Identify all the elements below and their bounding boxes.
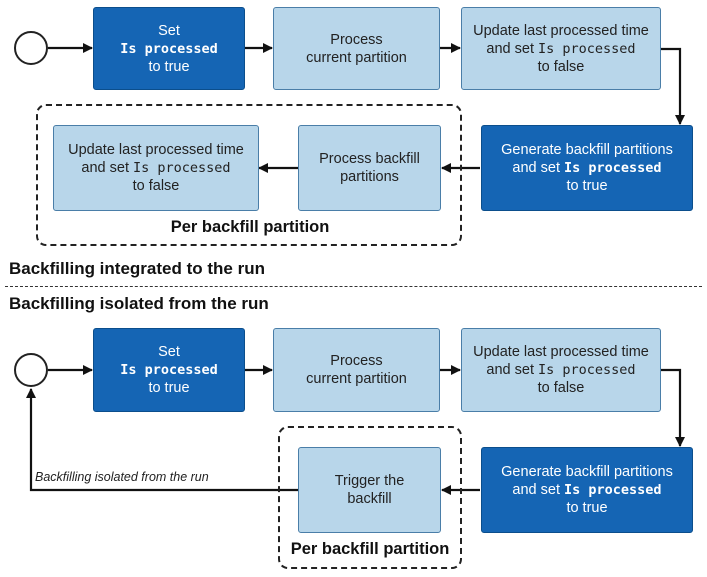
box-line: and set Is processed: [512, 159, 661, 177]
set-processed-true-box-top: Set Is processed to true: [93, 7, 245, 90]
process-current-partition-box-top: Process current partition: [273, 7, 440, 90]
backfill-update-box-top: Update last processed time and set Is pr…: [53, 125, 259, 211]
update-last-processed-box-bottom: Update last processed time and set Is pr…: [461, 328, 661, 412]
start-node-bottom: [14, 353, 48, 387]
box-line: to true: [148, 380, 190, 396]
box-text: and set: [486, 40, 539, 57]
trigger-backfill-box-bottom: Trigger the backfill: [298, 447, 441, 533]
box-text: and set: [512, 160, 565, 176]
group-label-bottom: Per backfill partition: [290, 540, 450, 558]
process-current-partition-box-bottom: Process current partition: [273, 328, 440, 412]
box-line: Update last processed time: [473, 344, 649, 360]
box-line: current partition: [306, 371, 407, 387]
code-label: Is processed: [538, 362, 636, 378]
box-line: partitions: [340, 169, 399, 185]
code-label: Is processed: [120, 362, 218, 378]
box-line: and set Is processed: [81, 159, 230, 177]
code-label: Is processed: [564, 160, 662, 176]
arrow-update-to-generate-bottom: [661, 368, 685, 447]
update-last-processed-box-top: Update last processed time and set Is pr…: [461, 7, 661, 90]
set-processed-true-box-bottom: Set Is processed to true: [93, 328, 245, 412]
box-line: backfill: [347, 491, 392, 507]
process-backfill-box-top: Process backfill partitions: [298, 125, 441, 211]
box-line: and set Is processed: [486, 40, 635, 58]
box-line: Process: [330, 31, 383, 48]
box-line: Generate backfill partitions: [501, 142, 673, 158]
box-line: to true: [148, 58, 190, 75]
arrow-update-to-generate-top: [661, 47, 685, 125]
code-label: Is processed: [133, 160, 231, 176]
box-text: and set: [512, 482, 565, 498]
start-node-top: [14, 31, 48, 65]
box-line: to true: [566, 178, 608, 194]
per-backfill-partition-group-bottom: [278, 426, 462, 569]
box-line: and set Is processed: [512, 481, 661, 499]
section-title-isolated: Backfilling isolated from the run: [9, 294, 269, 313]
box-text: and set: [486, 362, 539, 378]
box-line: Generate backfill partitions: [501, 464, 673, 480]
generate-backfill-box-bottom: Generate backfill partitions and set Is …: [481, 447, 693, 533]
code-label: Is processed: [564, 482, 662, 498]
arrow-trigger-return-to-start: [26, 388, 298, 492]
box-line: Update last processed time: [473, 22, 649, 39]
generate-backfill-box-top: Generate backfill partitions and set Is …: [481, 125, 693, 211]
group-label-top: Per backfill partition: [170, 218, 330, 236]
section-title-integrated: Backfilling integrated to the run: [9, 259, 265, 278]
box-text: and set: [81, 160, 134, 176]
box-line: Set: [158, 22, 180, 39]
code-label: Is processed: [120, 40, 218, 57]
code-label: Is processed: [538, 40, 636, 57]
box-line: Update last processed time: [68, 142, 244, 158]
box-line: to false: [537, 58, 585, 75]
box-line: to true: [566, 500, 608, 516]
box-line: and set Is processed: [486, 361, 635, 379]
per-backfill-partition-group-top: [36, 104, 462, 246]
return-path-label: Backfilling isolated from the run: [35, 470, 209, 484]
box-line: Process backfill: [319, 151, 420, 167]
box-line: to false: [132, 178, 180, 194]
box-line: current partition: [306, 49, 407, 66]
box-line: Process: [330, 353, 383, 369]
section-divider: [5, 286, 702, 287]
box-line: to false: [537, 380, 585, 396]
box-line: Set: [158, 344, 180, 360]
box-line: Trigger the: [334, 473, 405, 489]
